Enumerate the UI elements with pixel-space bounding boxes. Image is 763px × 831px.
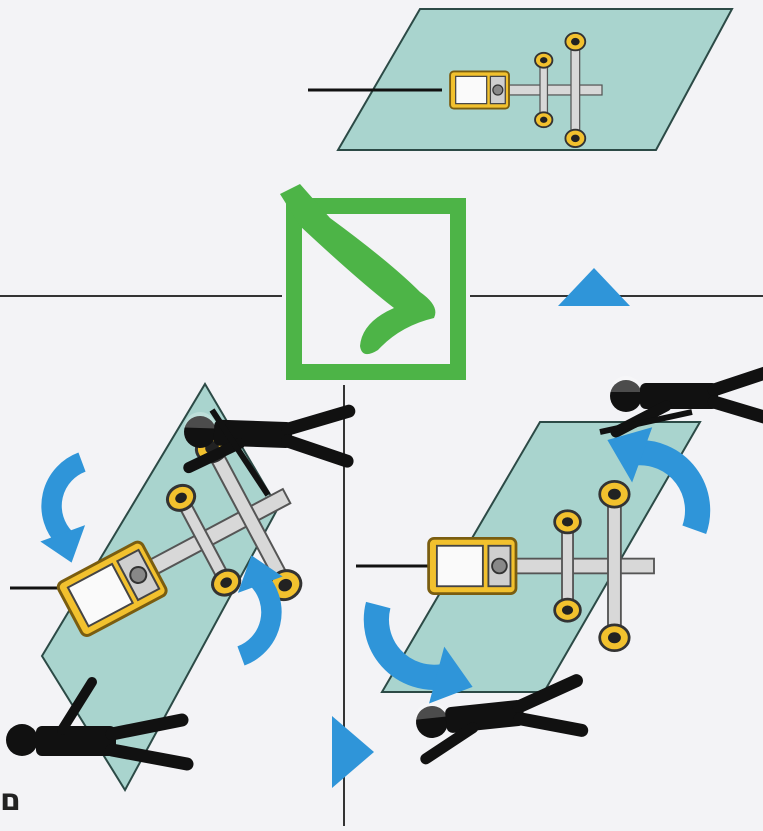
glass-tilted-right bbox=[356, 370, 763, 759]
worker-icon bbox=[183, 405, 349, 473]
glass-flat-top bbox=[308, 9, 732, 150]
triangle-up-icon bbox=[558, 268, 630, 306]
glass-tilted-left bbox=[6, 384, 349, 790]
corner-glyph: ם bbox=[0, 786, 21, 816]
triangle-right-icon bbox=[332, 716, 374, 788]
checkmark-in-square-icon bbox=[280, 184, 458, 372]
curved-arrow-icon bbox=[20, 462, 113, 570]
